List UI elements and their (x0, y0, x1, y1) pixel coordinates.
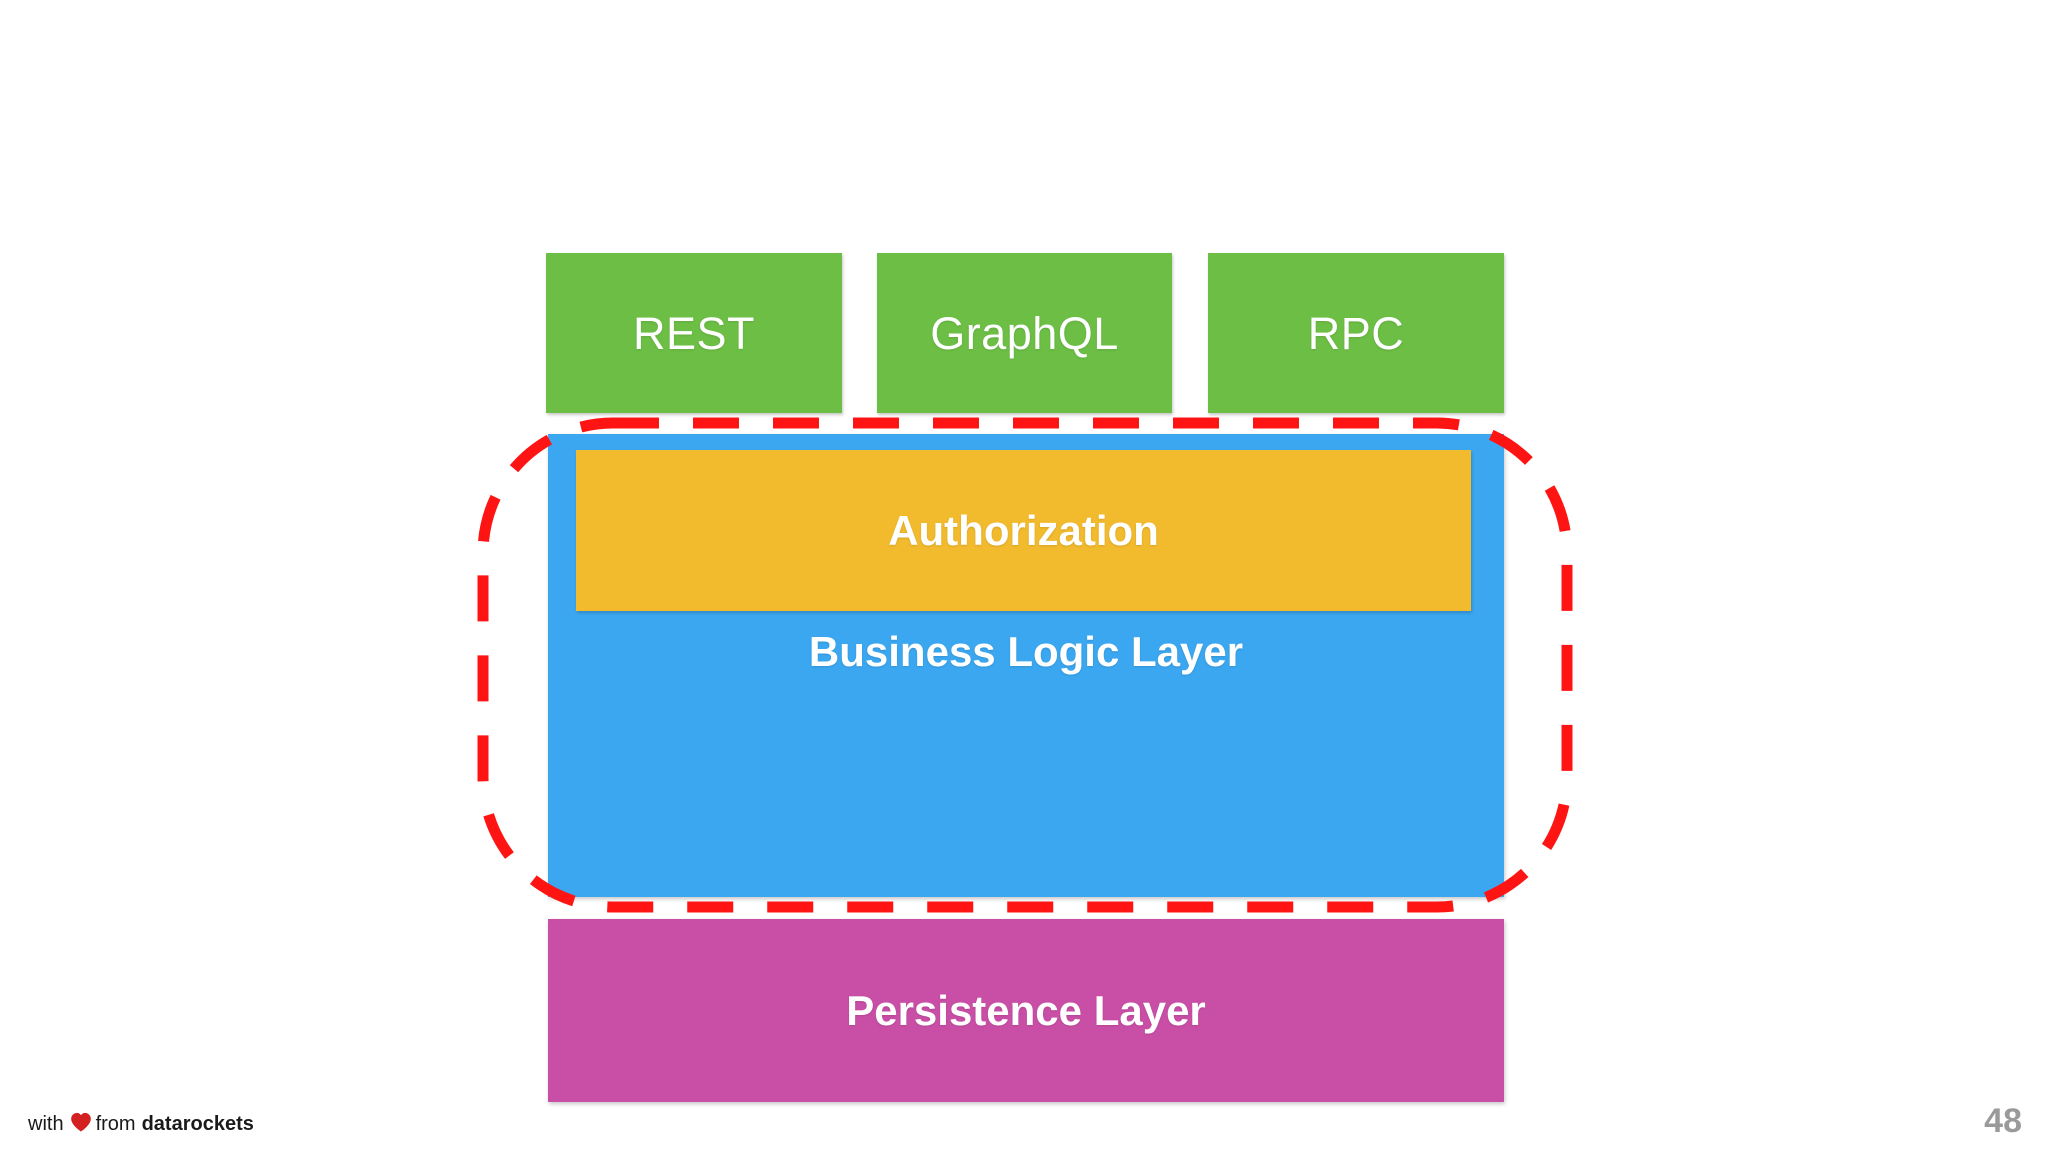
authorization-label: Authorization (888, 506, 1159, 554)
footer-credit-brand: datarockets (141, 1113, 254, 1135)
business-logic-layer-box: Authorization Business Logic Layer (548, 434, 1504, 897)
api-box-graphql-label: GraphQL (930, 307, 1119, 359)
page-number: 48 (1984, 1102, 2022, 1140)
api-box-rpc: RPC (1208, 253, 1504, 413)
persistence-layer-label: Persistence Layer (846, 986, 1206, 1034)
heart-icon (70, 1112, 92, 1136)
footer-credit-with: with (28, 1113, 64, 1135)
footer-credit: with from datarockets (28, 1112, 254, 1136)
api-box-graphql: GraphQL (877, 253, 1172, 413)
api-box-rest-label: REST (632, 307, 755, 359)
api-box-rest: REST (546, 253, 842, 413)
authorization-box: Authorization (576, 450, 1471, 611)
business-logic-layer-label: Business Logic Layer (808, 628, 1244, 675)
api-box-rpc-label: RPC (1307, 307, 1405, 359)
persistence-layer-box: Persistence Layer (548, 919, 1504, 1102)
footer-credit-from: from (95, 1113, 136, 1135)
